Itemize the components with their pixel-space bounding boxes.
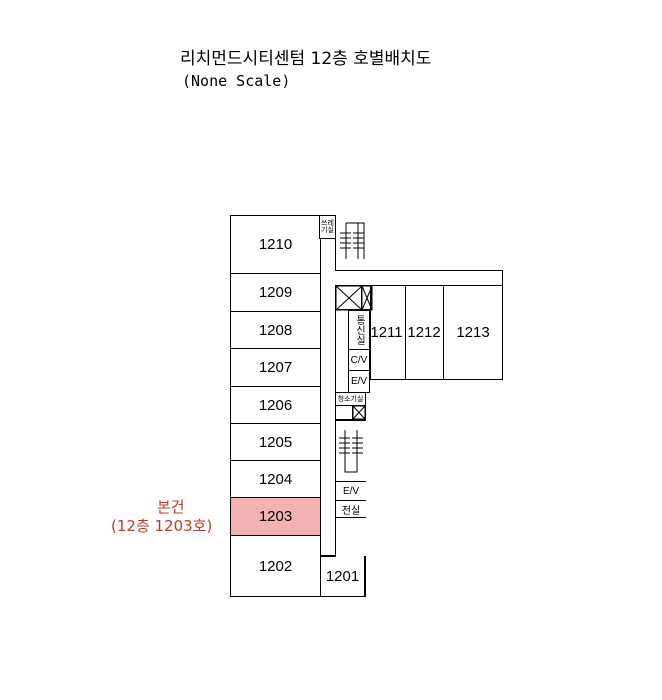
stair-icon-lower (339, 430, 363, 473)
subject-unit-label: (12층 1203호) (111, 517, 213, 535)
stair-top (335, 215, 366, 271)
cv-shaft: C/V (348, 349, 370, 371)
plan-title: 리치먼드시티센텀 12층 호별배치도 (180, 49, 432, 69)
shaft-x-icon (335, 285, 373, 311)
room-1208: 1208 (230, 311, 321, 349)
room-1213: 1213 (456, 323, 490, 341)
elevator-upper: E/V (348, 370, 370, 393)
trash-room: 쓰레기실 (319, 215, 336, 239)
room-1202: 1202 (230, 535, 321, 597)
room-1203-highlighted: 1203 (230, 497, 321, 536)
elevator-lobby: 전실 (335, 500, 366, 518)
room-1204: 1204 (230, 460, 321, 498)
room-1209: 1209 (230, 273, 321, 312)
telecom-room: 통신실 (348, 310, 370, 350)
room-1212: 1212 (405, 285, 444, 379)
stair-icon (340, 222, 365, 259)
subject-label: 본건 (157, 498, 185, 516)
room-1207: 1207 (230, 348, 321, 387)
elevator-lower: E/V (335, 481, 366, 501)
storage-room: 청소기실 (335, 392, 366, 406)
room-1201: 1201 (325, 567, 360, 585)
room-1211: 1211 (368, 285, 406, 379)
room-1206: 1206 (230, 386, 321, 424)
shaft-x-icon-small (352, 405, 366, 420)
room-1205: 1205 (230, 423, 321, 461)
room-1210: 1210 (230, 215, 321, 274)
east-wing-rooms (370, 285, 503, 380)
plan-subtitle: (None Scale) (182, 72, 291, 90)
